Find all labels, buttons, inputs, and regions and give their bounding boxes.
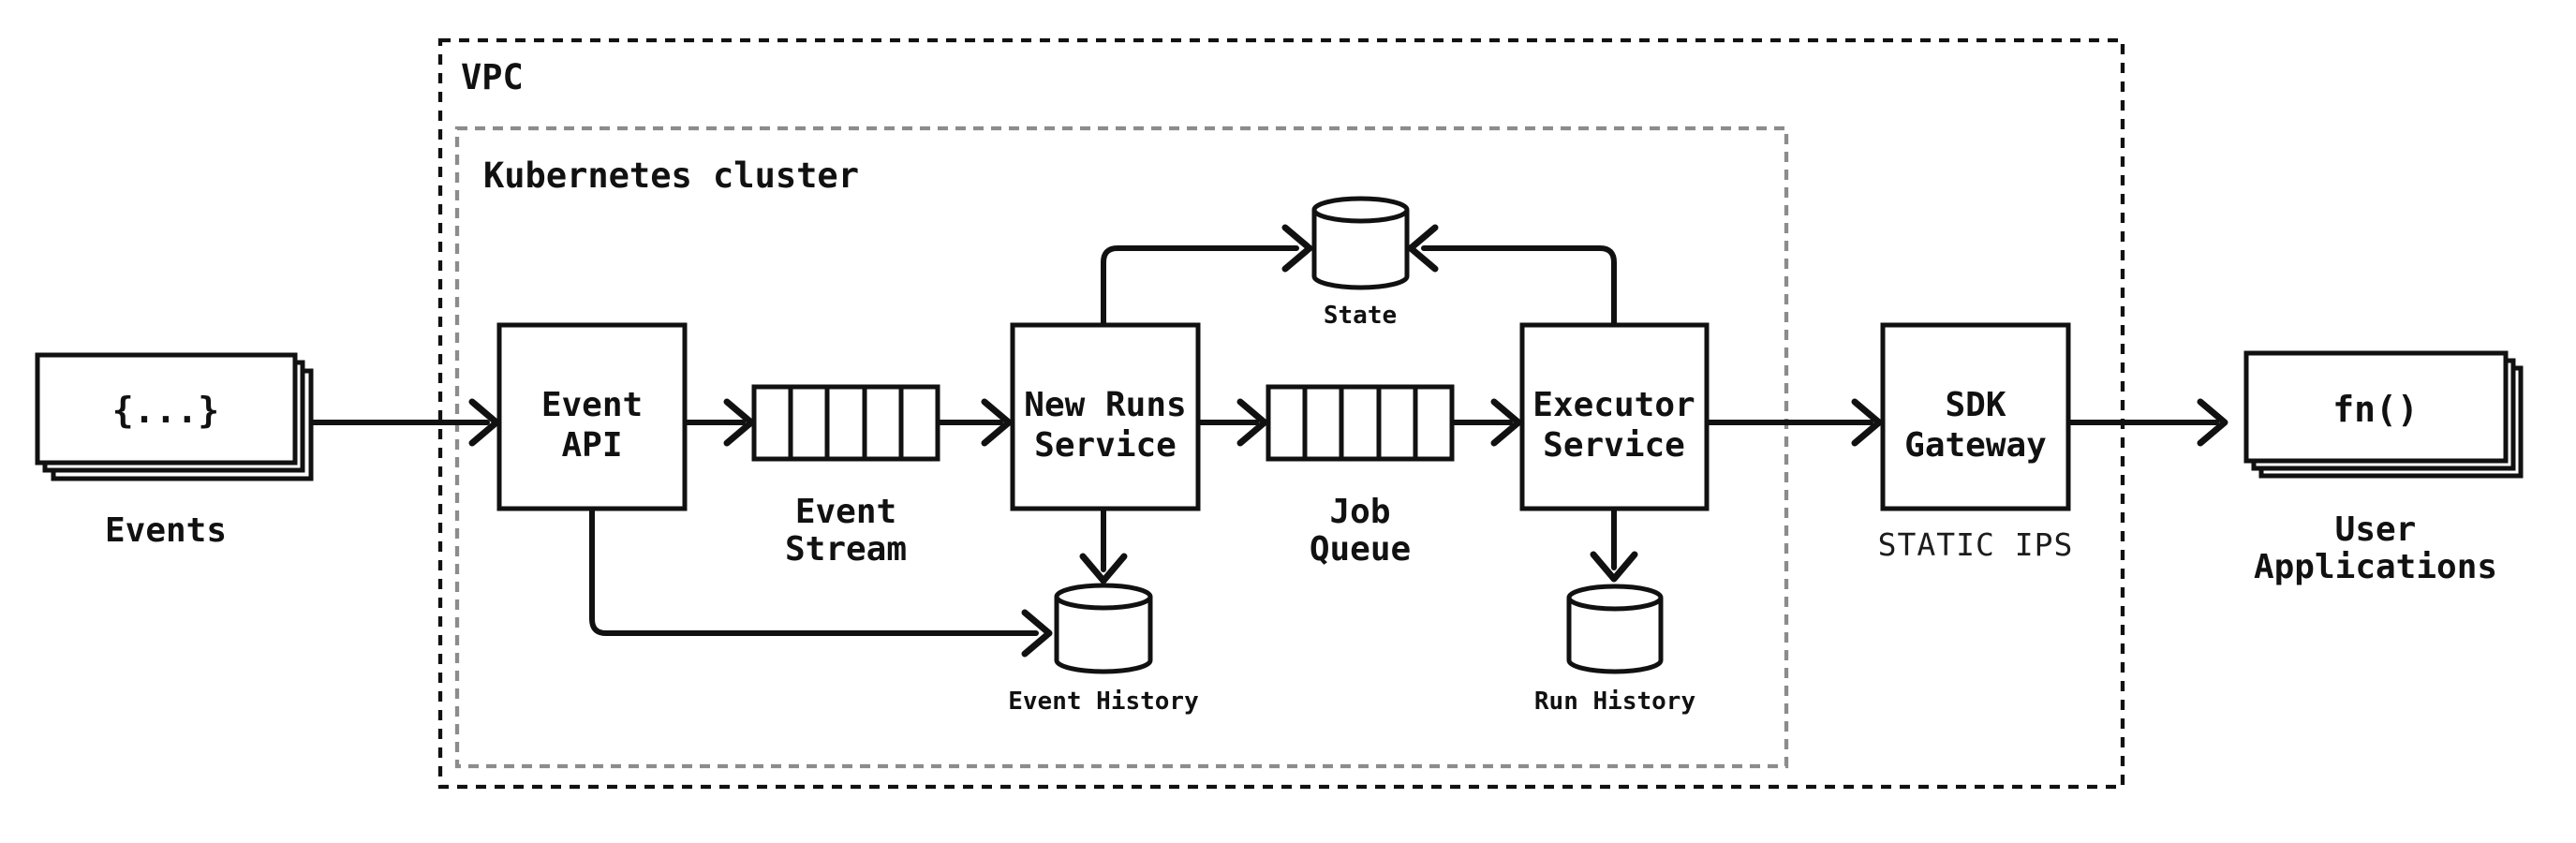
run-history-cylinder-top	[1566, 584, 1664, 612]
run-history-cylinder-body	[1566, 598, 1664, 674]
event-history-db-node: Event History	[1008, 583, 1199, 716]
kubernetes-cluster-label: Kubernetes cluster	[483, 155, 859, 196]
arrowhead-executor-to-run-history	[1590, 551, 1638, 583]
job-queue-label-line1: Job	[1329, 493, 1390, 531]
new-runs-service-label-line2: Service	[1034, 426, 1177, 465]
run-history-label: Run History	[1534, 688, 1695, 716]
run-history-db-node: Run History	[1534, 584, 1695, 716]
arrowhead-executor-to-sdk-gateway	[1851, 398, 1883, 447]
event-api-box	[496, 322, 688, 511]
arrowhead-new-runs-to-state	[1281, 224, 1313, 273]
sdk-gateway-static-ips-label: STATIC IPS	[1878, 526, 2074, 563]
arrowhead-new-runs-to-event-history	[1079, 553, 1128, 584]
user-apps-label-line2: Applications	[2254, 548, 2497, 586]
executor-service-label-line2: Service	[1543, 426, 1685, 465]
vpc-label: VPC	[461, 57, 524, 97]
sdk-gateway-node: SDK Gateway STATIC IPS	[1878, 322, 2074, 563]
event-api-label-line2: API	[561, 426, 622, 465]
sdk-gateway-box	[1880, 322, 2071, 511]
events-node: {...} Events	[35, 352, 314, 550]
connectors	[309, 224, 2228, 658]
event-stream-label-line1: Event	[795, 493, 896, 531]
arrowhead-event-api-to-event-stream	[723, 398, 755, 447]
event-stream-queue	[751, 384, 940, 462]
user-apps-stack-front	[2243, 350, 2509, 464]
executor-service-label-line1: Executor	[1532, 386, 1695, 424]
arrow-executor-to-state	[1421, 245, 1617, 328]
event-history-label: Event History	[1008, 688, 1199, 716]
arrow-new-runs-to-state	[1101, 245, 1299, 328]
new-runs-service-box	[1010, 322, 1201, 511]
state-db-cylinder-body	[1311, 210, 1410, 290]
arrowhead-executor-to-state	[1407, 224, 1439, 273]
new-runs-service-node: New Runs Service	[1010, 322, 1201, 511]
vpc-border	[437, 37, 2125, 790]
state-db-label: State	[1324, 302, 1397, 330]
event-history-cylinder-top	[1054, 583, 1153, 611]
kubernetes-cluster-border	[454, 126, 1789, 769]
arrowhead-event-stream-to-new-runs	[981, 398, 1013, 447]
event-stream-node: Event Stream	[751, 384, 940, 569]
arrowhead-new-runs-to-job-queue	[1236, 398, 1268, 447]
job-queue	[1266, 384, 1455, 462]
arrow-event-api-to-event-history	[589, 508, 1039, 636]
sdk-gateway-label-line1: SDK	[1945, 386, 2006, 424]
event-api-label-line1: Event	[541, 386, 643, 424]
user-apps-glyph: fn()	[2332, 389, 2419, 430]
executor-service-box	[1519, 322, 1710, 511]
vpc-container: VPC	[437, 37, 2125, 790]
arrowhead-event-api-to-event-history	[1021, 609, 1053, 658]
arrowhead-sdk-gateway-to-user-apps	[2197, 398, 2228, 447]
user-applications-node: fn() User Applications	[2243, 350, 2524, 586]
state-db-cylinder-top	[1311, 196, 1410, 224]
kubernetes-cluster-container: Kubernetes cluster	[454, 126, 1789, 769]
event-history-cylinder-body	[1054, 597, 1153, 674]
new-runs-service-label-line1: New Runs	[1024, 386, 1186, 424]
state-db-node: State	[1311, 196, 1410, 330]
job-queue-label-line2: Queue	[1310, 530, 1411, 569]
events-label: Events	[105, 511, 227, 550]
arrowhead-events-to-event-api	[468, 398, 500, 447]
job-queue-node: Job Queue	[1266, 384, 1455, 569]
events-glyph: {...}	[112, 390, 219, 431]
event-api-node: Event API	[496, 322, 688, 511]
arrowhead-job-queue-to-executor	[1490, 398, 1522, 447]
sdk-gateway-label-line2: Gateway	[1904, 426, 2047, 465]
event-stream-label-line2: Stream	[785, 530, 907, 569]
executor-service-node: Executor Service	[1519, 322, 1710, 511]
events-stack-front	[35, 352, 298, 466]
user-apps-label-line1: User	[2335, 510, 2417, 549]
